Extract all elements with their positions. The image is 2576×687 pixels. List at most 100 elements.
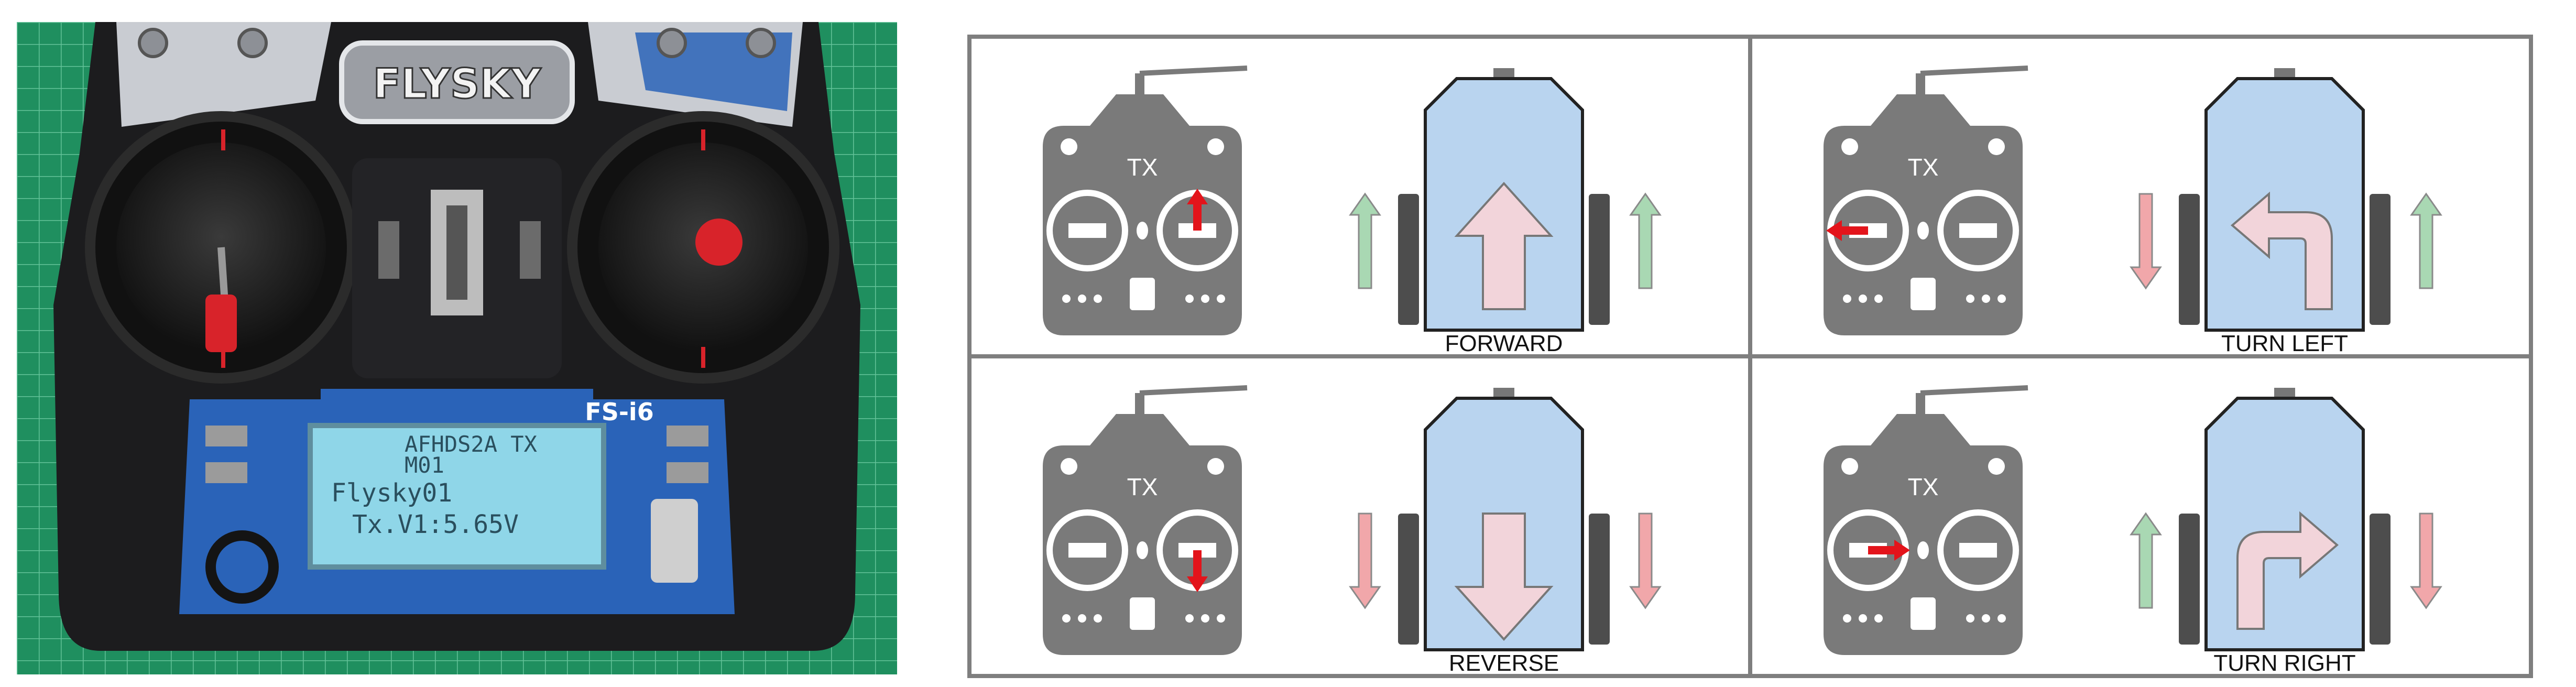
button-dot <box>1094 614 1102 623</box>
stick-arrow-head <box>1894 540 1910 561</box>
stick-knob <box>1068 543 1106 558</box>
button-dot <box>1859 614 1867 623</box>
button-dot <box>1982 614 1990 623</box>
antenna-tip <box>1920 385 2028 396</box>
left-top-shell <box>116 22 331 127</box>
right-wheel <box>2370 514 2391 645</box>
antenna-tip <box>1920 66 2028 76</box>
left-track-arrow <box>1349 192 1381 289</box>
switch-icon <box>1130 597 1155 630</box>
side-buttons-left-2[interactable] <box>205 462 247 483</box>
robot-body <box>2204 77 2365 332</box>
right-track-arrow <box>1629 192 1662 289</box>
diagram-panel: TX TURN RIGHT <box>1824 385 2442 676</box>
left-wheel <box>2179 194 2200 325</box>
side-buttons-right-2[interactable] <box>667 462 708 483</box>
right-wheel <box>2370 194 2391 325</box>
left-switch-2[interactable] <box>237 28 268 58</box>
left-stick[interactable] <box>205 295 237 352</box>
button-dot <box>1217 295 1225 303</box>
left-wheel <box>1398 194 1419 325</box>
diagram-panel: TX TURN LEFT <box>1824 66 2442 356</box>
stick-knob <box>1068 223 1106 238</box>
power-icon <box>1917 541 1929 559</box>
lcd-line-1: AFHDS2A TX <box>405 431 537 457</box>
right-switch[interactable] <box>657 28 687 58</box>
left-track-arrow <box>1349 512 1381 609</box>
right-stick-gimbal <box>1937 190 2019 271</box>
robot-body <box>2204 397 2365 651</box>
button-dot <box>1843 614 1851 623</box>
right-track-arrow <box>2410 192 2442 289</box>
panel-caption: TURN LEFT <box>2221 331 2348 356</box>
indicator-dot <box>1061 138 1077 155</box>
button-dot <box>1078 614 1086 623</box>
control-diagram: TX FORWARD TX TURN LEFT TX REVERSE TX TURN RIGH… <box>967 35 2533 678</box>
right-track-arrow <box>2410 512 2442 609</box>
indicator-dot <box>1061 458 1077 475</box>
power-icon <box>1137 222 1148 239</box>
tx-label: TX <box>1127 154 1158 181</box>
indicator-dot <box>1207 458 1224 475</box>
tx-label: TX <box>1908 154 1939 181</box>
robot-direction-arrow <box>2230 191 2333 310</box>
panel-caption: FORWARD <box>1445 331 1563 356</box>
button-dot <box>1078 295 1086 303</box>
button-dot <box>1966 614 1974 623</box>
lcd-line-2: M01 <box>405 452 444 478</box>
tx-label: TX <box>1127 473 1158 500</box>
transmitter-icon <box>1824 94 2023 335</box>
trim-left[interactable] <box>378 221 399 279</box>
antenna-tip <box>1139 66 1248 76</box>
button-dot <box>1062 295 1071 303</box>
panel-caption: REVERSE <box>1449 650 1559 676</box>
left-stick-gimbal <box>1046 190 1128 271</box>
left-wheel <box>2179 514 2200 645</box>
switch-icon <box>1911 278 1936 310</box>
stick-knob <box>1959 543 1997 558</box>
right-stick-gimbal <box>1937 509 2019 591</box>
left-switch[interactable] <box>138 28 168 58</box>
lcd-screen <box>308 423 606 570</box>
switch-icon <box>1911 597 1936 630</box>
model-label: FS-i6 <box>585 398 653 426</box>
transmitter-icon <box>1043 94 1242 335</box>
indicator-dot <box>1988 138 2005 155</box>
tx-label: TX <box>1908 473 1939 500</box>
button-dot <box>1201 614 1209 623</box>
button-dot <box>1874 295 1883 303</box>
scroll-dial[interactable] <box>651 499 698 583</box>
left-track-arrow <box>2130 193 2162 290</box>
power-icon <box>1917 222 1929 239</box>
left-stick-gimbal <box>1046 509 1128 591</box>
switch-icon <box>1130 278 1155 310</box>
button-dot <box>1062 614 1071 623</box>
antenna-tip <box>1139 385 1248 396</box>
button-dot <box>1998 295 2006 303</box>
stick-arrow-head <box>1187 576 1208 592</box>
lcd-line-3: Flysky01 <box>331 478 452 508</box>
indicator-dot <box>1207 138 1224 155</box>
panel-caption: TURN RIGHT <box>2213 650 2355 676</box>
right-switch-2[interactable] <box>746 28 776 58</box>
power-icon <box>1137 541 1148 559</box>
side-buttons-right[interactable] <box>667 426 708 446</box>
robot-direction-arrow <box>2236 511 2339 630</box>
bind-button[interactable] <box>205 530 279 604</box>
button-dot <box>1998 614 2006 623</box>
stick-knob <box>1959 223 1997 238</box>
right-stick[interactable] <box>695 219 743 266</box>
button-dot <box>1185 295 1194 303</box>
button-dot <box>1843 295 1851 303</box>
button-dot <box>1859 295 1867 303</box>
brand-plate <box>339 40 575 124</box>
transmitter-photo: FLYSKY FS-i6 AFHDS2A TX M01 Flysky01 Tx.… <box>17 22 897 674</box>
lcd-line-4: Tx.V1:5.65V <box>352 510 519 539</box>
button-dot <box>1094 295 1102 303</box>
brand-label: FLYSKY <box>373 61 542 108</box>
transmitter-icon <box>1043 414 1242 655</box>
trim-right[interactable] <box>520 221 541 279</box>
side-buttons-left[interactable] <box>205 426 247 446</box>
button-dot <box>1874 614 1883 623</box>
right-track-arrow <box>1629 512 1662 609</box>
